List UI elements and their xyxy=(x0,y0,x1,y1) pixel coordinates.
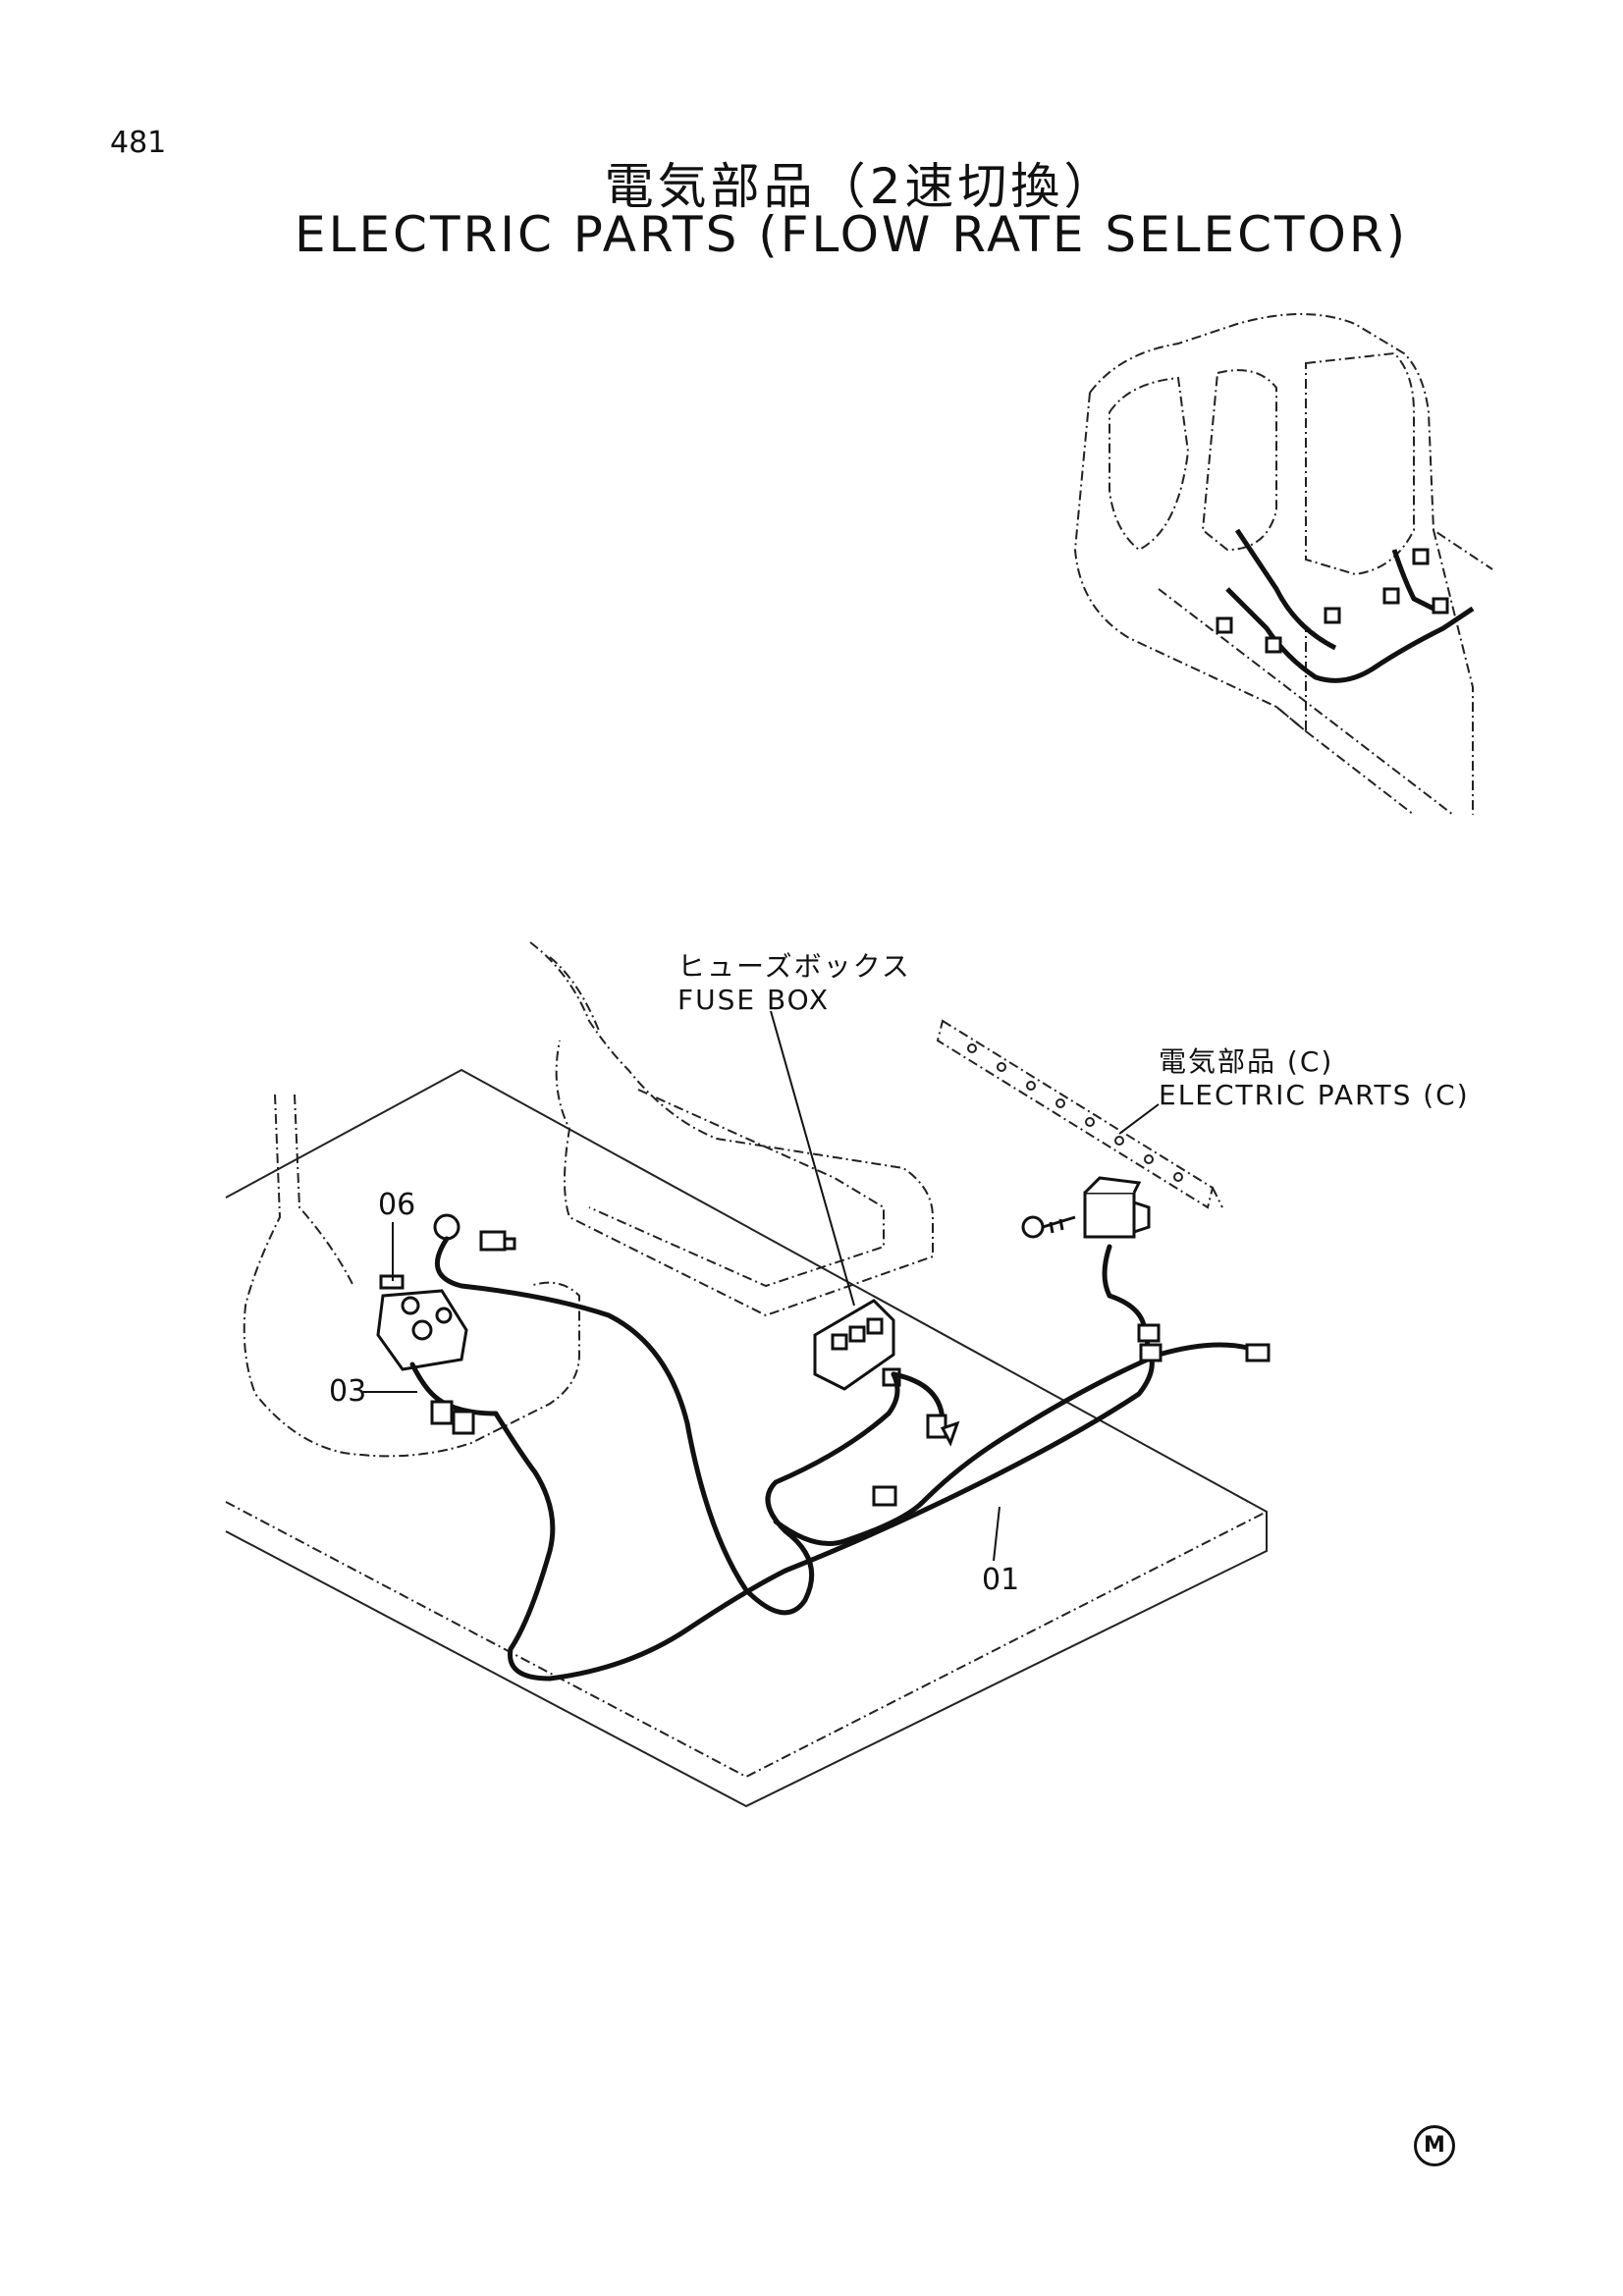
relay xyxy=(1083,1176,1151,1239)
wiring-harness xyxy=(409,1236,1270,1682)
fuse-box xyxy=(813,1299,901,1391)
cab-connectors xyxy=(1216,548,1449,654)
leader-lines xyxy=(363,1010,1160,1562)
harness-connectors xyxy=(430,1323,1271,1507)
left-console xyxy=(243,1094,580,1458)
leader-electric-parts-c xyxy=(1118,1103,1160,1135)
cab-inset xyxy=(1073,313,1493,816)
part-label-01: 01 xyxy=(982,1563,1020,1597)
right-console xyxy=(529,941,934,1317)
pressure-switch xyxy=(433,1213,516,1252)
screw xyxy=(1021,1215,1076,1239)
electric-parts-c-callout: 電気部品 (C) ELECTRIC PARTS (C) xyxy=(1159,1045,1470,1112)
switch-panel xyxy=(376,1274,468,1371)
title-japanese-text: 電気部品（2速切換） xyxy=(604,158,1117,215)
leader-fuse-box xyxy=(770,1010,855,1307)
fuse-box-callout: ヒューズボックス FUSE BOX xyxy=(677,950,911,1017)
page-number: 481 xyxy=(110,126,167,160)
fuse-box-label-jp: ヒューズボックス xyxy=(677,950,911,983)
cab-harness xyxy=(1225,528,1475,683)
footer-mark: M xyxy=(1414,2125,1455,2166)
leader-01 xyxy=(993,1506,1001,1562)
part-label-06: 06 xyxy=(378,1188,416,1222)
part-label-03: 03 xyxy=(329,1374,367,1409)
fuse-box-label-en: FUSE BOX xyxy=(677,984,831,1016)
electric-parts-c-label-jp: 電気部品 (C) xyxy=(1159,1045,1334,1078)
floor-plate xyxy=(225,1068,1268,1808)
page-title-japanese: 電気部品（2速切換） xyxy=(0,147,1623,218)
rail-holes xyxy=(967,1043,1183,1182)
electric-parts-c-label-en: ELECTRIC PARTS (C) xyxy=(1159,1079,1470,1111)
page-title-english: ELECTRIC PARTS (FLOW RATE SELECTOR) xyxy=(295,206,1409,263)
